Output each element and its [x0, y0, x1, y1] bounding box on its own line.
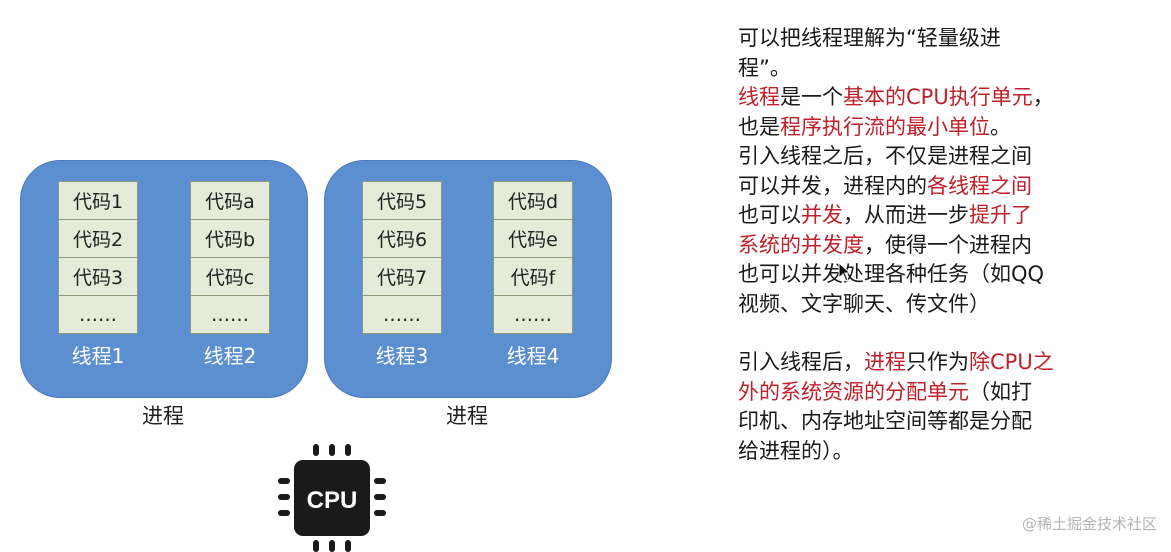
code-cell: …… [190, 295, 270, 334]
text-line: 给进程的）。 [738, 438, 854, 463]
text-span: ，使得一个进程内 [864, 232, 1032, 257]
thread-column-4: 代码d 代码e 代码f …… 线程4 [493, 181, 573, 369]
process-label-1: 进程 [142, 404, 184, 428]
highlight-text: 进程 [864, 350, 906, 374]
process-box-1: 代码1 代码2 代码3 …… 线程1 代码a 代码b 代码c …… 线程2 [20, 160, 308, 398]
explanation-text: 可以把线程理解为“轻量级进 程”。 线程是一个基本的CPU执行单元， 也是程序执… [738, 24, 1118, 466]
text-line: 视频、文字聊天、传文件） [738, 291, 990, 316]
process-label-2: 进程 [446, 404, 488, 428]
text-span: 。 [990, 114, 1011, 139]
code-cell: …… [362, 295, 442, 334]
paragraph-4: 引入线程后，进程只作为除CPU之 外的系统资源的分配单元（如打 印机、内存地址空… [738, 348, 1118, 466]
code-cell: …… [58, 295, 138, 334]
cpu-label: CPU [307, 487, 358, 514]
thread-label: 线程1 [71, 344, 125, 368]
text-span: 只作为 [906, 350, 969, 374]
paragraph-1: 可以把线程理解为“轻量级进 程”。 [738, 24, 1118, 83]
highlight-text: 除CPU之 [969, 350, 1054, 374]
highlight-text: 提升了 [969, 203, 1032, 227]
paragraph-2: 线程是一个基本的CPU执行单元， 也是程序执行流的最小单位。 [738, 83, 1118, 142]
thread-column-2: 代码a 代码b 代码c …… 线程2 [190, 181, 270, 369]
process-box-2: 代码5 代码6 代码7 …… 线程3 代码d 代码e 代码f …… 线程4 [324, 160, 612, 398]
text-line: 引入线程之后，不仅是进程之间 [738, 144, 1032, 168]
text-span: 也是 [738, 114, 780, 139]
text-span: 是一个 [780, 85, 843, 109]
code-cell: …… [493, 295, 573, 334]
code-cell: 代码6 [362, 219, 442, 258]
code-cell: 代码b [190, 219, 270, 258]
text-span: 引入线程后， [738, 350, 864, 374]
thread-column-1: 代码1 代码2 代码3 …… 线程1 [58, 181, 138, 369]
code-cell: 代码3 [58, 257, 138, 296]
text-span: ， [1032, 85, 1054, 109]
highlight-text: 外的系统资源的分配单元 [738, 379, 969, 404]
code-cell: 代码5 [362, 181, 442, 220]
code-cell: 代码1 [58, 181, 138, 220]
watermark: @稀土掘金技术社区 [1021, 515, 1157, 533]
text-span: 也可以 [738, 203, 801, 227]
text-line: 程”。 [738, 55, 791, 80]
code-cell: 代码7 [362, 257, 442, 296]
code-cell: 代码e [493, 219, 573, 258]
text-line: 也可以并发处理各种任务（如QQ [738, 262, 1045, 286]
thread-label: 线程3 [375, 344, 429, 368]
highlight-text: 基本的CPU执行单元 [843, 85, 1033, 109]
thread-label: 线程4 [506, 344, 560, 368]
text-span: （如打 [969, 379, 1032, 404]
highlight-text: 并发 [801, 203, 843, 227]
paragraph-3: 引入线程之后，不仅是进程之间 可以并发，进程内的各线程之间 也可以并发，从而进一… [738, 142, 1118, 319]
highlight-text: 线程 [738, 85, 780, 109]
text-span: 可以并发，进程内的 [738, 173, 927, 198]
text-span: ，从而进一步 [843, 203, 969, 227]
code-cell: 代码f [493, 257, 573, 296]
code-cell: 代码c [190, 257, 270, 296]
highlight-text: 各线程之间 [927, 173, 1032, 198]
highlight-text: 系统的并发度 [738, 232, 864, 257]
text-line: 印机、内存地址空间等都是分配 [738, 409, 1032, 433]
code-cell: 代码a [190, 181, 270, 220]
thread-column-3: 代码5 代码6 代码7 …… 线程3 [362, 181, 442, 369]
mouse-cursor-icon [838, 262, 852, 282]
thread-label: 线程2 [203, 344, 257, 368]
code-cell: 代码2 [58, 219, 138, 258]
highlight-text: 程序执行流的最小单位 [780, 114, 990, 139]
cpu-chip-icon: CPU [278, 444, 386, 552]
code-cell: 代码d [493, 181, 573, 220]
text-line: 可以把线程理解为“轻量级进 [738, 26, 1001, 50]
